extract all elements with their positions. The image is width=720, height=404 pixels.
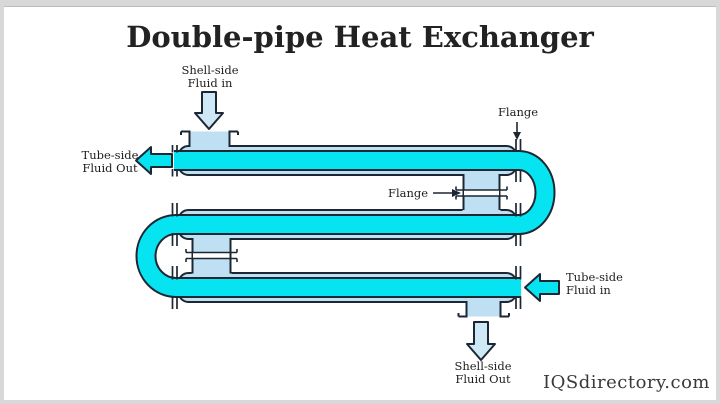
shell-inlet-nozzle [180, 130, 239, 149]
label-flange-middle: Flange [388, 185, 429, 200]
figure-title: Double-pipe Heat Exchanger [126, 20, 594, 54]
tube-outlet-flow-arrow [135, 146, 173, 175]
shell-outlet-nozzle [457, 299, 510, 318]
crossover-flange-right [455, 186, 508, 200]
label-flange-top: Flange [497, 105, 539, 119]
label-shell-side-fluid-in: Shell-side Fluid in [181, 63, 239, 90]
watermark: IQSdirectory.com [543, 372, 710, 393]
figure-panel [4, 6, 716, 400]
shell-outlet-flow-arrow [466, 321, 496, 361]
flange-tick-marks [171, 139, 522, 309]
tube-inlet-flow-arrow [524, 273, 560, 302]
crossover-flange-left [185, 249, 238, 262]
tube-serpentine [135, 150, 556, 298]
shell-inlet-flow-arrow [194, 91, 224, 130]
label-shell-side-fluid-out: Shell-side Fluid Out [454, 359, 512, 386]
flange-top-pointer-arrow [513, 122, 521, 140]
flange-middle-pointer-arrow [433, 189, 461, 197]
label-tube-side-fluid-out: Tube-side Fluid Out [81, 148, 139, 175]
label-tube-side-fluid-in: Tube-side Fluid in [566, 270, 623, 297]
